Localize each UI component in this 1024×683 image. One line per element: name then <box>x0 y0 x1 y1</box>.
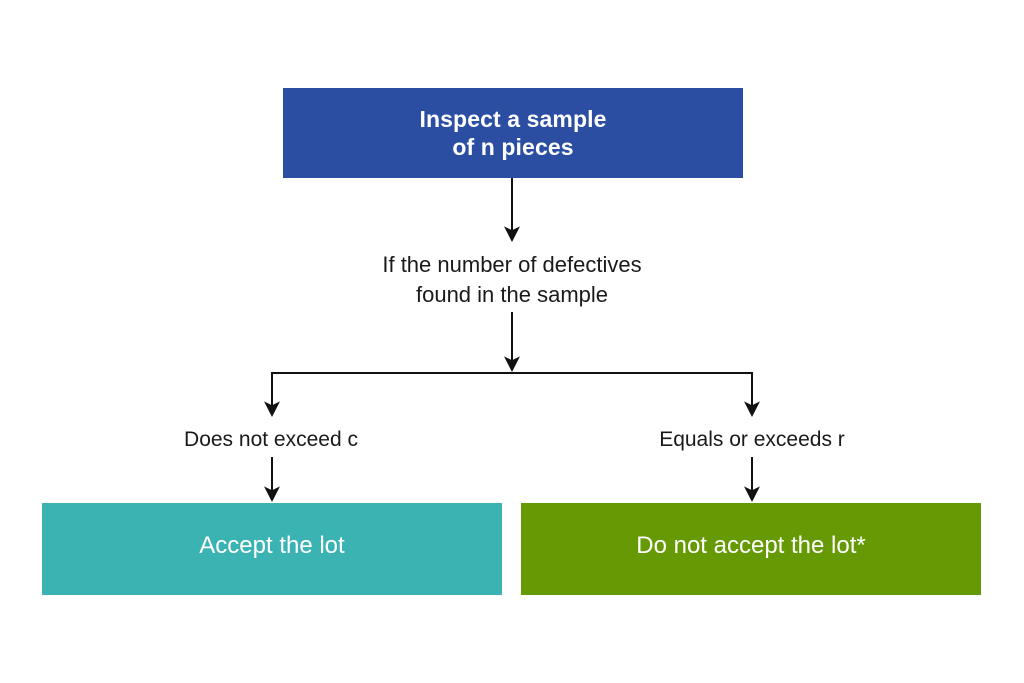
node-inspect-sample-label: Inspect a sample of n pieces <box>419 105 607 160</box>
node-do-not-accept-the-lot: Do not accept the lot* <box>521 503 981 595</box>
branch-label-does-not-exceed-c: Does not exceed c <box>184 428 358 451</box>
node-do-not-accept-the-lot-label: Do not accept the lot* <box>636 532 866 560</box>
node-accept-the-lot-label: Accept the lot <box>199 532 345 560</box>
node-accept-the-lot: Accept the lot <box>42 503 502 595</box>
branch-label-equals-or-exceeds-r: Equals or exceeds r <box>659 428 845 451</box>
node-condition-text: If the number of defectives found in the… <box>382 252 642 308</box>
node-inspect-sample: Inspect a sample of n pieces <box>283 88 743 178</box>
